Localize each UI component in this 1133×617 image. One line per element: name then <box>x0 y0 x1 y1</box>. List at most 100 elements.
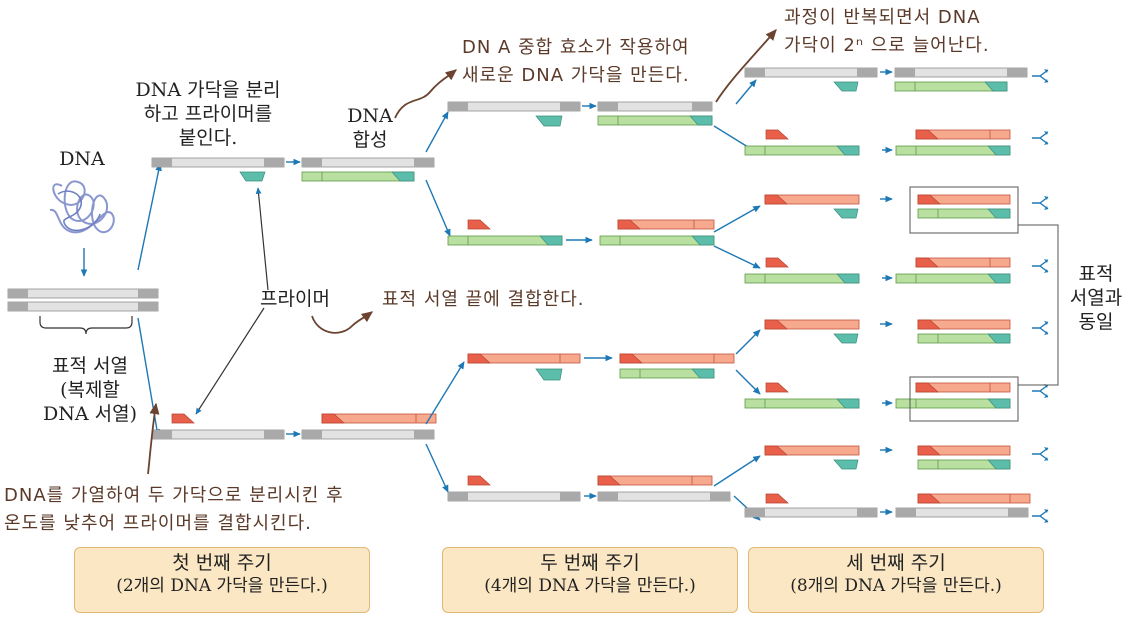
c3-8-primer <box>765 493 789 504</box>
c3-1-new-primer <box>984 81 1008 92</box>
c2-b-new-primer <box>617 219 641 230</box>
c3-4-in <box>713 245 761 269</box>
c3-8-template-b-end-left <box>896 508 916 517</box>
polymerase-note-pointer <box>394 69 457 119</box>
cycle-3-title: 세 번째 주기 <box>846 552 946 574</box>
c3-8-fork-tip-up <box>1044 509 1048 513</box>
c1-bottom-primer <box>171 413 195 424</box>
c1-top-template-b-end-right <box>414 158 434 167</box>
primer-bind-note: 표적 서열 끝에 결합한다. <box>382 289 585 310</box>
c3-4-fork-tip-down <box>1044 269 1048 273</box>
c3-6-template-primer <box>836 398 860 409</box>
cycle-1-subtitle: (2개의 DNA 가닥을 만든다.) <box>116 576 328 596</box>
c3-6-new-primer <box>915 382 939 393</box>
c2-d-template-b-end-right <box>710 492 730 501</box>
cycle-1-box: 첫 번째 주기 (2개의 DNA 가닥을 만든다.) <box>74 547 370 613</box>
c3-8-template-b-end-right <box>1008 508 1028 517</box>
step1-label: DNA 가닥을 분리 하고 프라이머를 붙인다. <box>135 79 281 149</box>
c3-3-in <box>713 205 761 233</box>
c3-5-primer <box>833 333 859 344</box>
c1-top-template-b-end-left <box>302 158 322 167</box>
c3-2-fork <box>1032 131 1049 145</box>
target-bracket <box>39 316 133 335</box>
c2-d-arrow <box>425 443 449 493</box>
primer-pointer-down <box>195 307 265 415</box>
c3-6-in <box>735 369 761 395</box>
heat-note: DNA를 가열하여 두 가닥으로 분리시킨 후 온도를 낮추어 프라이머를 결합… <box>4 485 344 534</box>
duplex-top-strand <box>7 288 159 299</box>
c1-bottom-template-b-end-right <box>414 430 434 439</box>
c3-7-template-b-primer <box>917 445 941 456</box>
c2-b-template-primer <box>539 235 563 246</box>
cycle-2-title: 두 번째 주기 <box>540 552 640 574</box>
c3-1-fork <box>1032 69 1049 83</box>
repeat-note-pointer <box>715 29 777 103</box>
c2-d-primer <box>467 475 491 486</box>
dna-coil <box>49 180 115 234</box>
c3-4-primer <box>765 257 789 268</box>
c2-a-template-end-left <box>448 102 468 111</box>
c3-3-fork <box>1032 196 1049 210</box>
c1-top-new-strand-primer <box>391 171 415 182</box>
c2-a-template-end-right <box>560 102 580 111</box>
c3-5-fork-tip-up <box>1044 321 1048 325</box>
c3-6-template-b-primer <box>987 398 1011 409</box>
c3-7-fork-tip-down <box>1044 457 1048 461</box>
same-as-target-label: 표적 서열과 동일 <box>1069 263 1123 333</box>
c2-a-primer <box>535 115 563 127</box>
identical-bracket <box>1018 224 1059 386</box>
c1-bottom-template-end-right <box>264 430 284 439</box>
c3-3-template-b-primer <box>917 194 941 205</box>
c3-4-template-primer <box>836 273 860 284</box>
c3-8-template-end-left <box>745 508 765 517</box>
c3-1-template-b-end-right <box>1007 68 1027 77</box>
c3-7-primer <box>833 459 859 470</box>
primer-bind-note-pointer <box>311 311 374 334</box>
polymerase-note: DN A 중합 효소가 작용하여 새로운 DNA 가닥을 만든다. <box>462 37 690 86</box>
c3-6-fork-tip-down <box>1044 394 1048 398</box>
c3-4-new-primer <box>915 257 939 268</box>
heat-note-pointer <box>147 402 160 475</box>
c3-2-primer <box>765 129 789 140</box>
c3-8-template-end-right <box>857 508 877 517</box>
cycle-3-box: 세 번째 주기 (8개의 DNA 가닥을 만든다.) <box>748 547 1044 613</box>
c3-1-template-end-right <box>857 68 877 77</box>
c3-5-template-primer <box>764 319 788 330</box>
c3-7-fork <box>1032 447 1049 461</box>
c2-a-template-b-end-right <box>692 102 712 111</box>
c2-d-template-end-right <box>560 492 580 501</box>
c1-up-arrow <box>137 163 162 271</box>
duplex-bottom-strand-end-right <box>138 302 158 311</box>
cycle-2-subtitle: (4개의 DNA 가닥을 만든다.) <box>484 576 696 596</box>
c3-1-in <box>735 79 757 105</box>
cycle-3-subtitle: (8개의 DNA 가닥을 만든다.) <box>790 576 1002 596</box>
c3-5-fork <box>1032 321 1049 335</box>
c2-c-arrow <box>425 361 465 425</box>
identical-product-box-1 <box>909 186 1019 234</box>
c3-1-fork-tip-up <box>1044 69 1048 73</box>
c3-3-fork-tip-down <box>1044 206 1048 210</box>
c3-5-in <box>735 329 761 355</box>
primer-label: 프라이머 <box>260 288 330 310</box>
c3-7-new-primer <box>987 459 1011 470</box>
c3-6-fork <box>1032 384 1049 398</box>
cycle-1-title: 첫 번째 주기 <box>172 552 272 574</box>
c1-top-primer <box>239 171 266 182</box>
c3-5-template-b-primer <box>917 319 941 330</box>
duplex-bottom-strand <box>7 301 159 312</box>
c2-b-primer <box>467 219 491 230</box>
identical-product-box-2 <box>909 376 1019 422</box>
c3-3-template-primer <box>764 194 788 205</box>
c2-c-template-primer <box>467 353 491 364</box>
c3-2-template-primer <box>836 145 860 156</box>
c3-1-primer <box>833 81 859 92</box>
c3-2-fork-tip-up <box>1044 131 1048 135</box>
c2-a-new-primer <box>689 115 713 126</box>
c3-8-fork-tip-down <box>1044 519 1048 523</box>
c1-top-template-end-left <box>152 158 172 167</box>
c3-4-fork <box>1032 259 1049 273</box>
c2-a-arrow <box>425 111 449 153</box>
dna-label: DNA <box>59 148 105 170</box>
